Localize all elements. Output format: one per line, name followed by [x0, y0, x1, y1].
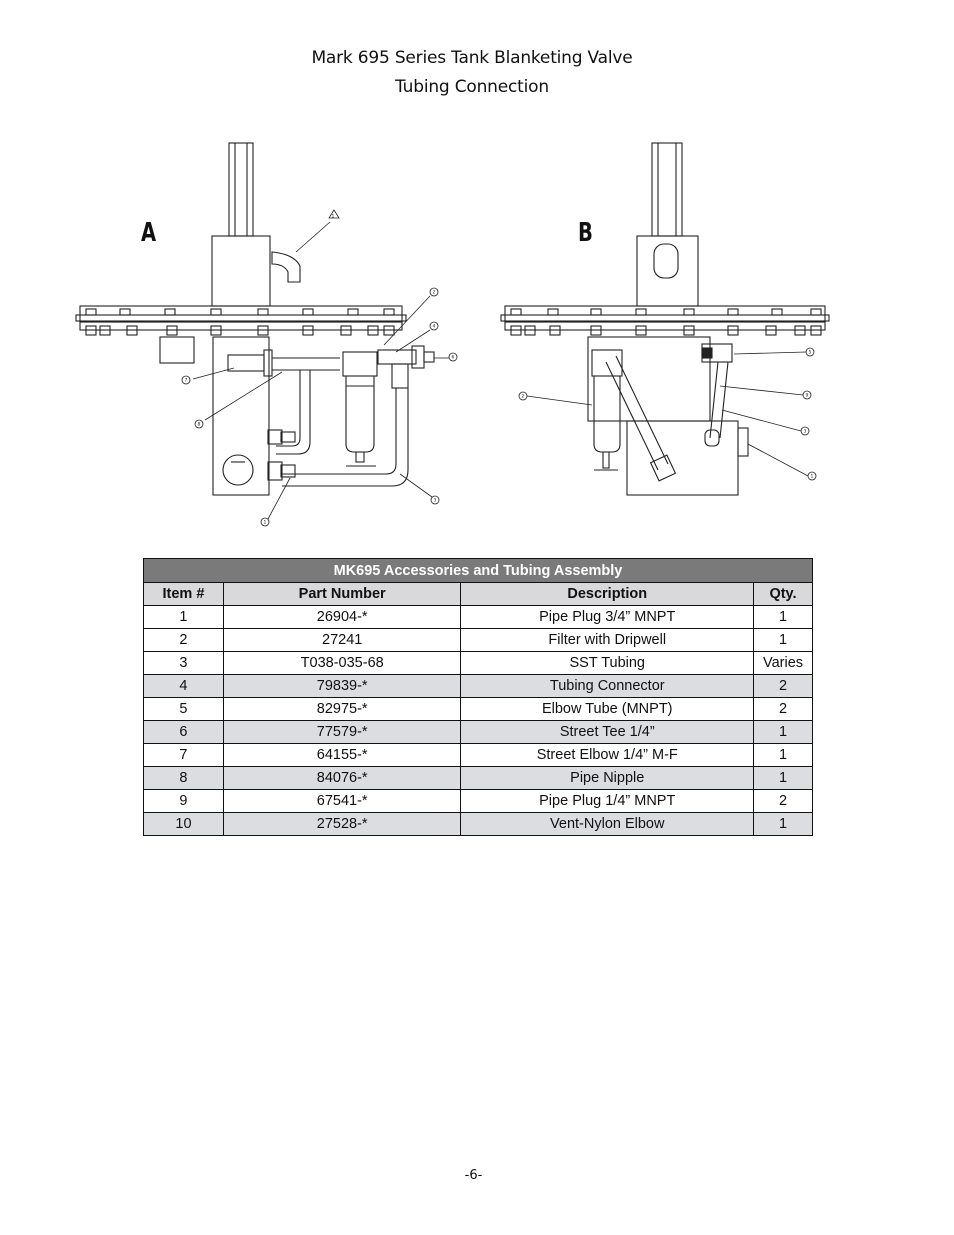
callout-a-triangle: 1: [332, 214, 335, 220]
callouts-a: 2 4 6 7 8 1 1 3: [181, 214, 458, 527]
cell-qty: 1: [753, 605, 813, 629]
callout-a-1: 1: [264, 520, 267, 526]
callout-a-4: 4: [433, 324, 436, 330]
cell-part-number: 26904-*: [222, 605, 462, 629]
cell-item: 8: [143, 766, 224, 790]
cell-description: Filter with Dripwell: [460, 628, 755, 652]
cell-qty: 1: [753, 812, 813, 836]
header-description: Description: [460, 582, 755, 606]
cell-item: 1: [143, 605, 224, 629]
header-part-number: Part Number: [222, 582, 462, 606]
cell-description: Street Tee 1/4”: [460, 720, 755, 744]
cell-description: Pipe Nipple: [460, 766, 755, 790]
header-item: Item #: [143, 582, 224, 606]
cell-part-number: 67541-*: [222, 789, 462, 813]
accessories-table: MK695 Accessories and Tubing Assembly It…: [143, 558, 813, 836]
cell-qty: 1: [753, 743, 813, 767]
cell-item: 10: [143, 812, 224, 836]
cell-part-number: 82975-*: [222, 697, 462, 721]
cell-qty: 1: [753, 766, 813, 790]
cell-item: 9: [143, 789, 224, 813]
cell-qty: 1: [753, 628, 813, 652]
cell-qty: 2: [753, 674, 813, 698]
callout-b-3: 3: [804, 429, 807, 435]
cell-description: Pipe Plug 3/4” MNPT: [460, 605, 755, 629]
cell-part-number: 84076-*: [222, 766, 462, 790]
figure-a-drawing: 2 4 6 7 8 1 1 3: [75, 142, 458, 527]
cell-description: Vent-Nylon Elbow: [460, 812, 755, 836]
figure-a-label: A: [141, 218, 157, 248]
cell-item: 4: [143, 674, 224, 698]
figure-b-drawing: 5 2 9 3 1: [500, 142, 830, 496]
valve-technical-drawings: 2 4 6 7 8 1 1 3: [75, 142, 830, 527]
cell-item: 6: [143, 720, 224, 744]
flange-bolts-a: [85, 308, 395, 336]
table-caption: MK695 Accessories and Tubing Assembly: [143, 558, 813, 583]
cell-description: SST Tubing: [460, 651, 755, 675]
cell-part-number: T038-035-68: [222, 651, 462, 675]
callout-a-2: 2: [433, 290, 436, 296]
cell-description: Tubing Connector: [460, 674, 755, 698]
cell-qty: Varies: [753, 651, 813, 675]
cell-part-number: 79839-*: [222, 674, 462, 698]
callouts-b: 5 2 9 3 1: [518, 347, 817, 481]
header-qty: Qty.: [753, 582, 813, 606]
table-header-row: Item # Part Number Description Qty.: [143, 582, 813, 606]
cell-item: 5: [143, 697, 224, 721]
cell-qty: 1: [753, 720, 813, 744]
cell-part-number: 64155-*: [222, 743, 462, 767]
page-subtitle: Tubing Connection: [395, 77, 549, 97]
page-title: Mark 695 Series Tank Blanketing Valve: [311, 48, 633, 68]
cell-part-number: 27528-*: [222, 812, 462, 836]
callout-b-1: 1: [811, 474, 814, 480]
cell-item: 3: [143, 651, 224, 675]
figure-b-label: B: [578, 218, 593, 248]
callout-a-8: 8: [198, 422, 201, 428]
cell-qty: 2: [753, 697, 813, 721]
cell-part-number: 27241: [222, 628, 462, 652]
callout-a-7: 7: [185, 378, 188, 384]
page-number: -6-: [464, 1168, 483, 1183]
callout-b-2: 2: [522, 394, 525, 400]
callout-a-3: 3: [434, 498, 437, 504]
cell-description: Street Elbow 1/4” M-F: [460, 743, 755, 767]
callout-b-9: 9: [806, 393, 809, 399]
cell-qty: 2: [753, 789, 813, 813]
flange-bolts-b: [510, 308, 822, 336]
cell-part-number: 77579-*: [222, 720, 462, 744]
cell-description: Pipe Plug 1/4” MNPT: [460, 789, 755, 813]
cell-item: 7: [143, 743, 224, 767]
cell-description: Elbow Tube (MNPT): [460, 697, 755, 721]
cell-item: 2: [143, 628, 224, 652]
callout-a-6: 6: [452, 355, 455, 361]
callout-b-5: 5: [809, 350, 812, 356]
